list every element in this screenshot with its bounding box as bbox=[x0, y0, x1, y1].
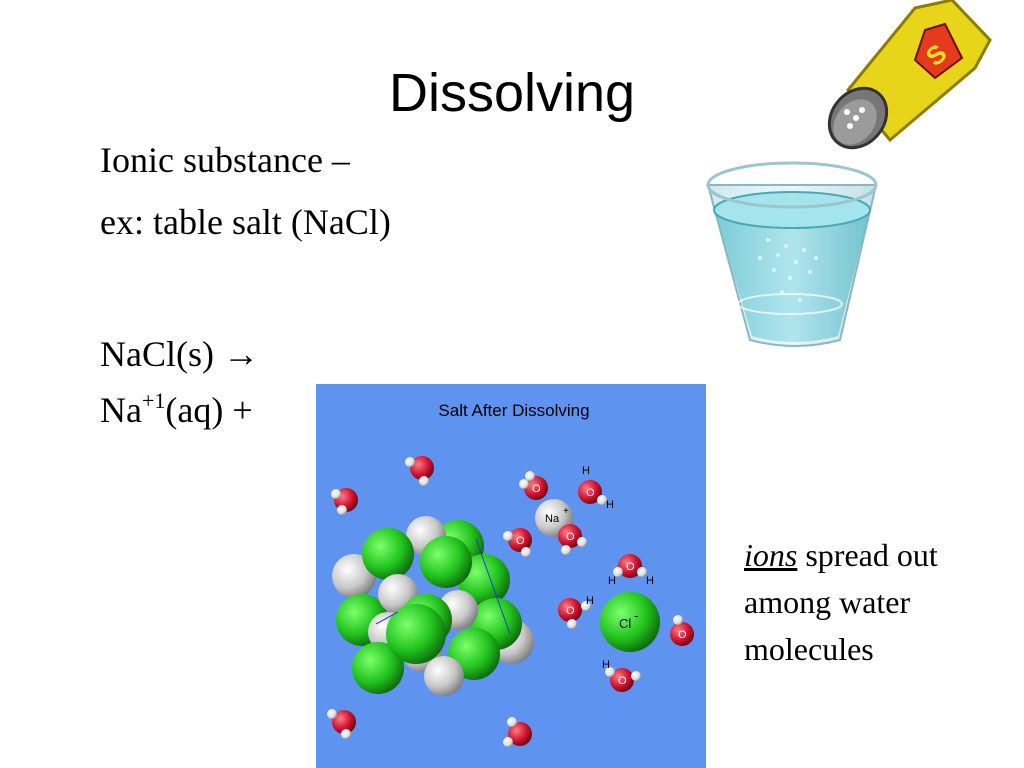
equation-na: Na bbox=[100, 390, 142, 430]
example-line: ex: table salt (NaCl) bbox=[100, 202, 391, 242]
o-label: O bbox=[566, 531, 575, 543]
salt-dissolving-diagram: Salt After Dissolving Na + bbox=[316, 384, 706, 768]
ionic-substance-line: Ionic substance – bbox=[100, 140, 350, 180]
sodium-label: Na bbox=[545, 513, 560, 525]
equation-aq: (aq) + bbox=[165, 390, 253, 430]
h-label: H bbox=[608, 575, 616, 587]
hydrated-chloride-ion: Cl - O O O O H H H H bbox=[558, 554, 694, 692]
ions-note-text: spread out among water molecules bbox=[744, 537, 938, 667]
o-label: O bbox=[626, 561, 635, 573]
o-label: O bbox=[516, 535, 525, 547]
slide-title: Dissolving bbox=[388, 63, 636, 123]
nacl-crystal-lattice bbox=[332, 516, 534, 696]
o-label: O bbox=[532, 483, 541, 495]
o-label: O bbox=[618, 675, 627, 687]
water-molecules bbox=[327, 456, 532, 747]
equation-line-1: NaCl(s) → bbox=[100, 334, 259, 374]
equation-line-2: Na+1(aq) + bbox=[100, 388, 253, 432]
salt-shaker-cup-illustration: S bbox=[706, 0, 992, 347]
water-cup bbox=[706, 161, 878, 347]
hydrated-sodium-ion: Na + O O O O H H bbox=[503, 465, 614, 557]
equation-na-charge: +1 bbox=[141, 388, 166, 413]
diagram-title: Salt After Dissolving bbox=[438, 401, 589, 420]
ions-emphasis: ions bbox=[744, 537, 798, 573]
o-label: O bbox=[678, 629, 687, 641]
sodium-charge: + bbox=[563, 506, 569, 517]
chloride-label: Cl bbox=[619, 616, 631, 631]
ions-note: ions spread out among water molecules bbox=[744, 532, 1014, 673]
chloride-charge: - bbox=[634, 608, 638, 623]
salt-shaker: S bbox=[827, 0, 992, 150]
o-label: O bbox=[586, 487, 595, 499]
o-label: O bbox=[566, 605, 575, 617]
h-label: H bbox=[602, 659, 610, 671]
h-label: H bbox=[606, 499, 614, 511]
h-label: H bbox=[646, 575, 654, 587]
h-label: H bbox=[582, 465, 590, 477]
h-label: H bbox=[586, 595, 594, 607]
